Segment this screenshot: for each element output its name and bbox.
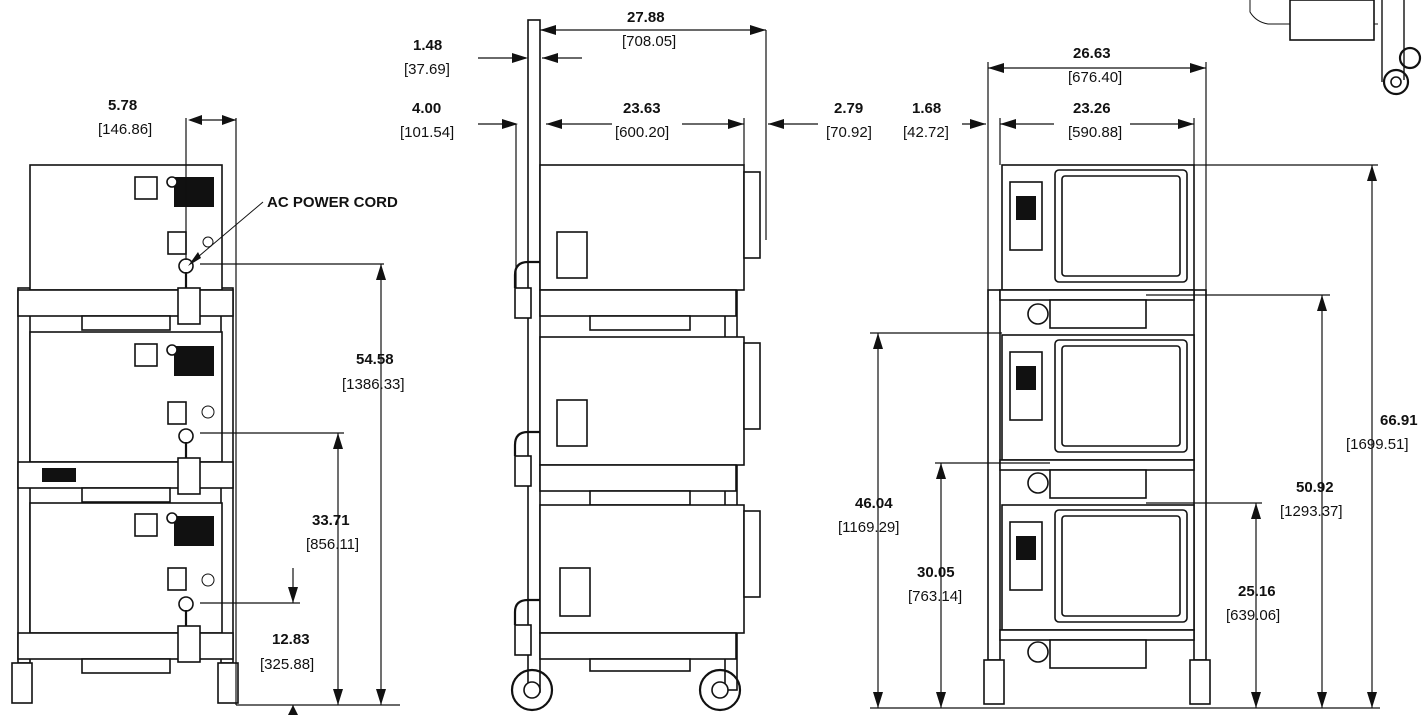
dim-1-68-mm: [42.72] xyxy=(903,124,949,141)
dim-46-04-mm: [1169.29] xyxy=(838,519,899,536)
ac-power-cord-label: AC POWER CORD xyxy=(267,194,398,211)
dimension-labels: 5.78 [146.86] 54.58 [1386.33] 33.71 [856… xyxy=(98,9,1418,673)
dim-4-00-mm: [101.54] xyxy=(400,124,454,141)
dim-23-26-in: 23.26 xyxy=(1073,100,1111,117)
dim-25-16-in: 25.16 xyxy=(1238,583,1276,600)
dim-4-00-in: 4.00 xyxy=(412,100,441,117)
dim-54-58-mm: [1386.33] xyxy=(342,376,405,393)
dim-23-63-in: 23.63 xyxy=(623,100,661,117)
dim-5-78-in: 5.78 xyxy=(108,97,137,114)
rear-view xyxy=(11,164,264,704)
dim-5-78-mm: [146.86] xyxy=(98,121,152,138)
dim-23-26-mm: [590.88] xyxy=(1068,124,1122,141)
dim-1-48-in: 1.48 xyxy=(413,37,442,54)
dim-27-88-in: 27.88 xyxy=(627,9,665,26)
dim-50-92-in: 50.92 xyxy=(1296,479,1334,496)
front-view xyxy=(983,0,1422,705)
dim-30-05-in: 30.05 xyxy=(917,564,955,581)
dim-2-79-in: 2.79 xyxy=(834,100,863,117)
side-view-dimensions xyxy=(478,25,818,288)
dim-26-63-mm: [676.40] xyxy=(1068,69,1122,86)
dim-27-88-mm: [708.05] xyxy=(622,33,676,50)
dim-66-91-in: 66.91 xyxy=(1380,412,1418,429)
front-view-dimensions xyxy=(870,62,1380,709)
dim-50-92-mm: [1293.37] xyxy=(1280,503,1343,520)
dim-46-04-in: 46.04 xyxy=(855,495,893,512)
callout-labels: AC POWER CORD xyxy=(267,194,398,211)
dim-12-83-in: 12.83 xyxy=(272,631,310,648)
dim-33-71-mm: [856.11] xyxy=(306,536,359,553)
dim-12-83-mm: [325.88] xyxy=(260,656,314,673)
dim-23-63-mm: [600.20] xyxy=(615,124,669,141)
dim-33-71-in: 33.71 xyxy=(312,512,350,529)
dim-54-58-in: 54.58 xyxy=(356,351,394,368)
rear-view-dimensions xyxy=(185,115,400,715)
dim-30-05-mm: [763.14] xyxy=(908,588,962,605)
dim-25-16-mm: [639.06] xyxy=(1226,607,1280,624)
dim-66-91-mm: [1699.51] xyxy=(1346,436,1409,453)
dim-2-79-mm: [70.92] xyxy=(826,124,872,141)
dim-1-48-mm: [37.69] xyxy=(404,61,450,78)
side-view xyxy=(510,19,761,712)
dim-26-63-in: 26.63 xyxy=(1073,45,1111,62)
dim-1-68-in: 1.68 xyxy=(912,100,941,117)
